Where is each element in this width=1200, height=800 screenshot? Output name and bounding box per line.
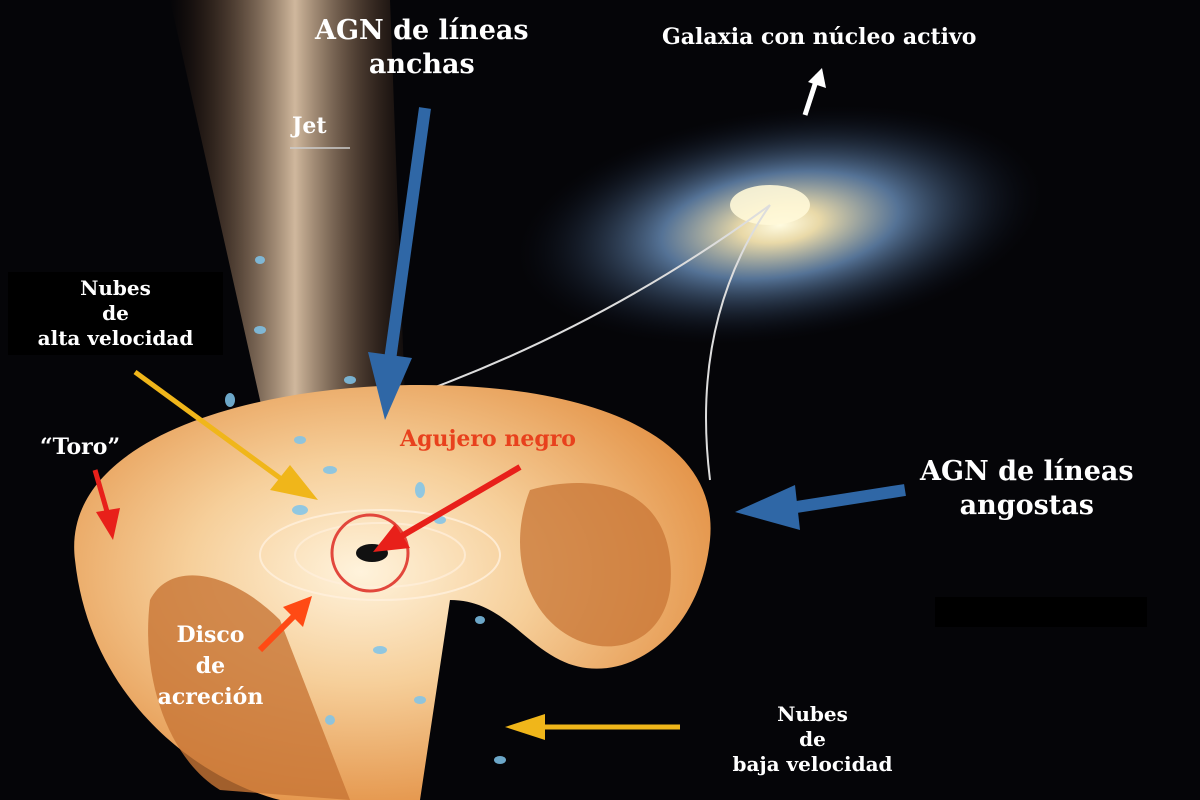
label-agn-broad-lines: AGN de líneas anchas [315,14,529,82]
label-black-hole: Agujero negro [400,426,576,452]
label-galaxy: Galaxia con núcleo activo [662,24,977,50]
label-line: alta velocidad [37,326,194,350]
blue-arrows [368,107,906,530]
label-high-velocity-clouds: Nubes de alta velocidad [8,272,223,355]
label-line: Nubes [80,276,151,300]
label-line: de [799,727,826,751]
torus [74,385,711,800]
label-low-velocity-clouds: Nubes de baja velocidad [700,702,925,777]
label-accretion-disk: Disco de acreción [138,620,283,712]
label-line: acreción [157,683,264,710]
label-agn-narrow-lines: AGN de líneas angostas [920,455,1134,523]
black-hole-circle [330,513,410,593]
label-line: Disco [176,622,245,648]
red-arrows [92,464,522,653]
label-jet: Jet [292,113,327,139]
label-line: AGN de líneas [920,456,1134,487]
label-line: anchas [368,48,475,80]
label-line: angostas [959,489,1094,521]
yellow-arrows [133,369,680,740]
label-line: Nubes [777,702,848,726]
label-line: de [102,301,129,325]
label-torus: “Toro” [40,434,121,460]
label-line: de [195,652,226,679]
label-line: baja velocidad [732,752,893,776]
label-line: AGN de líneas [315,15,529,46]
spiral-galaxy [517,105,1043,345]
